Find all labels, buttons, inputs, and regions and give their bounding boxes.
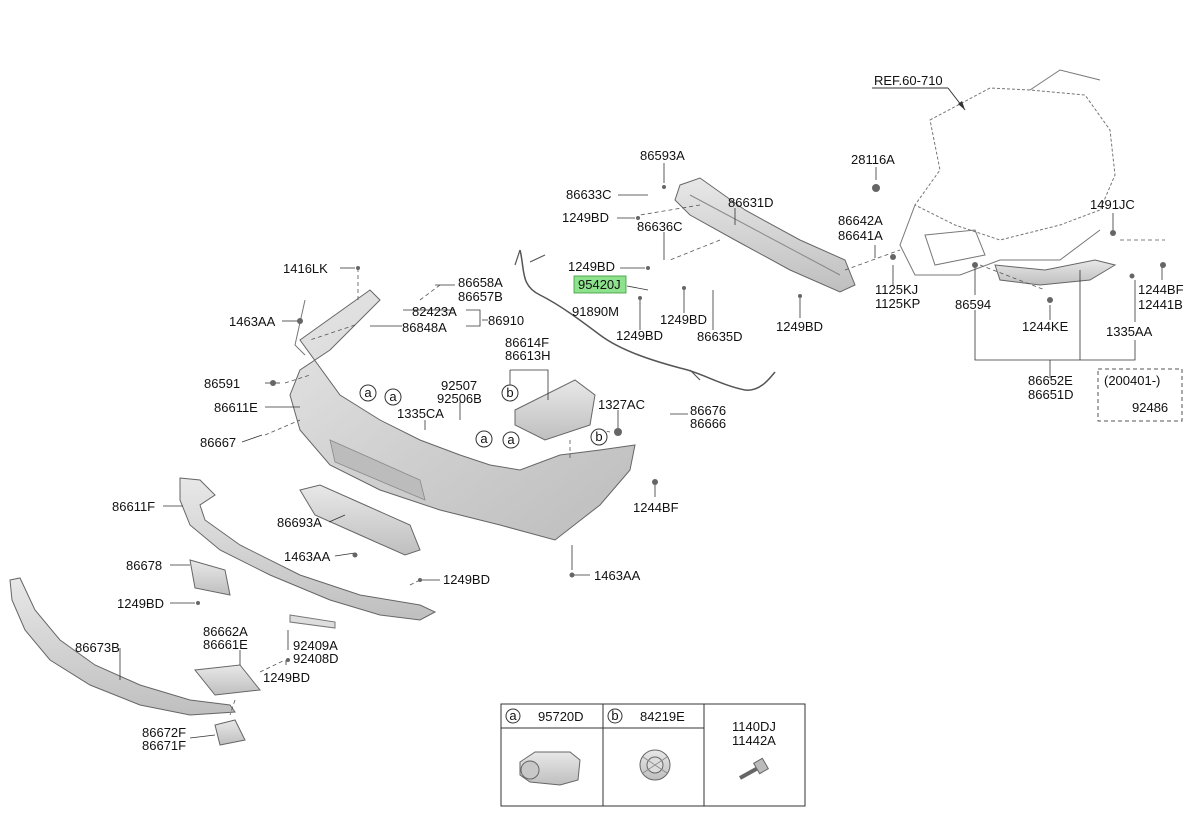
body-panel-outline bbox=[899, 69, 1116, 276]
label-28116A[interactable]: 28116A bbox=[851, 152, 895, 167]
clip-icon bbox=[639, 749, 671, 781]
leader-lines bbox=[119, 163, 1163, 739]
legend-1140DJ[interactable]: 1140DJ bbox=[732, 719, 776, 734]
variant-box bbox=[1097, 368, 1183, 422]
license-bracket bbox=[189, 559, 231, 596]
lower-bumper bbox=[179, 477, 437, 621]
legend-95720D[interactable]: 95720D bbox=[538, 709, 584, 724]
label-92409A[interactable]: 92409A bbox=[293, 638, 338, 653]
label-95420J[interactable]: 95420J bbox=[578, 277, 621, 292]
label-92408D[interactable]: 92408D bbox=[293, 651, 339, 666]
label-86642A[interactable]: 86642A bbox=[838, 213, 883, 228]
callout-a-4: a bbox=[507, 432, 515, 447]
label-86676[interactable]: 86676 bbox=[690, 403, 726, 418]
label-86633C[interactable]: 86633C bbox=[566, 187, 612, 202]
label-86673B[interactable]: 86673B bbox=[75, 640, 120, 655]
label-1249BD-d[interactable]: 1249BD bbox=[660, 312, 707, 327]
legend-84219E[interactable]: 84219E bbox=[640, 709, 685, 724]
callout-b-1: b bbox=[506, 385, 513, 400]
screw-icon bbox=[739, 757, 770, 780]
label-92506B[interactable]: 92506B bbox=[437, 391, 482, 406]
legend-b-letter: b bbox=[611, 708, 618, 723]
label-91890M[interactable]: 91890M bbox=[572, 304, 619, 319]
label-86611E[interactable]: 86611E bbox=[214, 400, 258, 415]
label-1244BF-a[interactable]: 1244BF bbox=[1138, 282, 1184, 297]
label-200401: (200401-) bbox=[1104, 373, 1160, 388]
callout-a-1: a bbox=[364, 385, 372, 400]
label-92486[interactable]: 92486 bbox=[1132, 400, 1168, 415]
legend-table: a b 95720D 84219E 1140DJ 11442A bbox=[500, 703, 806, 807]
label-1249BD-g[interactable]: 1249BD bbox=[443, 572, 490, 587]
label-86678[interactable]: 86678 bbox=[126, 558, 162, 573]
label-1463AA-b[interactable]: 1463AA bbox=[284, 549, 331, 564]
label-82423A[interactable]: 82423A bbox=[412, 304, 457, 319]
label-1249BD-c[interactable]: 1249BD bbox=[616, 328, 663, 343]
label-1125KJ[interactable]: 1125KJ bbox=[875, 282, 918, 297]
mud-flap-piece bbox=[214, 719, 246, 746]
label-86635D[interactable]: 86635D bbox=[697, 329, 743, 344]
label-1249BD-f[interactable]: 1249BD bbox=[117, 596, 164, 611]
label-1335AA[interactable]: 1335AA bbox=[1106, 324, 1153, 339]
side-bracket bbox=[994, 259, 1117, 286]
reflector bbox=[289, 614, 336, 629]
label-1491JC[interactable]: 1491JC bbox=[1090, 197, 1135, 212]
reflector-bracket bbox=[194, 664, 261, 696]
label-ref-60-710[interactable]: REF.60-710 bbox=[874, 73, 943, 88]
label-1244KE[interactable]: 1244KE bbox=[1022, 319, 1069, 334]
label-86593A[interactable]: 86593A bbox=[640, 148, 685, 163]
parking-sensor-icon bbox=[519, 751, 581, 786]
label-86667[interactable]: 86667 bbox=[200, 435, 236, 450]
label-1416LK[interactable]: 1416LK bbox=[283, 261, 328, 276]
label-1463AA-a[interactable]: 1463AA bbox=[229, 314, 276, 329]
legend-11442A[interactable]: 11442A bbox=[732, 733, 776, 748]
label-86657B[interactable]: 86657B bbox=[458, 289, 503, 304]
fastener-dots bbox=[196, 184, 1166, 662]
label-1249BD-b[interactable]: 1249BD bbox=[568, 259, 615, 274]
part-labels: REF.60-710 86593A 86633C 1249BD 86631D 8… bbox=[75, 73, 1184, 753]
callout-letters: a a a a b b bbox=[364, 385, 602, 447]
label-1249BD-a[interactable]: 1249BD bbox=[562, 210, 609, 225]
label-86693A[interactable]: 86693A bbox=[277, 515, 322, 530]
label-92507[interactable]: 92507 bbox=[441, 378, 477, 393]
label-86652E[interactable]: 86652E bbox=[1028, 373, 1073, 388]
label-86614F[interactable]: 86614F bbox=[505, 335, 549, 350]
label-12441B[interactable]: 12441B bbox=[1138, 297, 1183, 312]
label-1125KP[interactable]: 1125KP bbox=[875, 296, 920, 311]
label-86631D[interactable]: 86631D bbox=[728, 195, 774, 210]
label-86661E[interactable]: 86661E bbox=[203, 637, 248, 652]
label-86848A[interactable]: 86848A bbox=[402, 320, 447, 335]
label-1249BD-h[interactable]: 1249BD bbox=[263, 670, 310, 685]
label-86594[interactable]: 86594 bbox=[955, 297, 991, 312]
highlight-95420J bbox=[573, 275, 627, 294]
rear-beam bbox=[674, 177, 856, 293]
callout-a-3: a bbox=[480, 431, 488, 446]
rear-bumper-cover bbox=[289, 289, 636, 541]
label-86666[interactable]: 86666 bbox=[690, 416, 726, 431]
label-86658A[interactable]: 86658A bbox=[458, 275, 503, 290]
label-1335CA[interactable]: 1335CA bbox=[397, 406, 444, 421]
label-86636C[interactable]: 86636C bbox=[637, 219, 683, 234]
label-86662A[interactable]: 86662A bbox=[203, 624, 248, 639]
legend-a-letter: a bbox=[509, 708, 517, 723]
label-86672F[interactable]: 86672F bbox=[142, 725, 186, 740]
label-86641A[interactable]: 86641A bbox=[838, 228, 883, 243]
label-1249BD-e[interactable]: 1249BD bbox=[776, 319, 823, 334]
label-1463AA-c[interactable]: 1463AA bbox=[594, 568, 641, 583]
label-86910[interactable]: 86910 bbox=[488, 313, 524, 328]
label-86591[interactable]: 86591 bbox=[204, 376, 240, 391]
label-86611F[interactable]: 86611F bbox=[112, 499, 155, 514]
label-86651D[interactable]: 86651D bbox=[1028, 387, 1074, 402]
callout-a-2: a bbox=[389, 389, 397, 404]
callout-circles bbox=[359, 384, 608, 449]
label-86613H[interactable]: 86613H bbox=[505, 348, 551, 363]
wiring-harness bbox=[519, 249, 776, 391]
label-1244BF-b[interactable]: 1244BF bbox=[633, 500, 679, 515]
bumper-bracket bbox=[514, 379, 596, 441]
callout-b-2: b bbox=[595, 429, 602, 444]
label-86671F[interactable]: 86671F bbox=[142, 738, 186, 753]
label-1327AC[interactable]: 1327AC bbox=[598, 397, 645, 412]
